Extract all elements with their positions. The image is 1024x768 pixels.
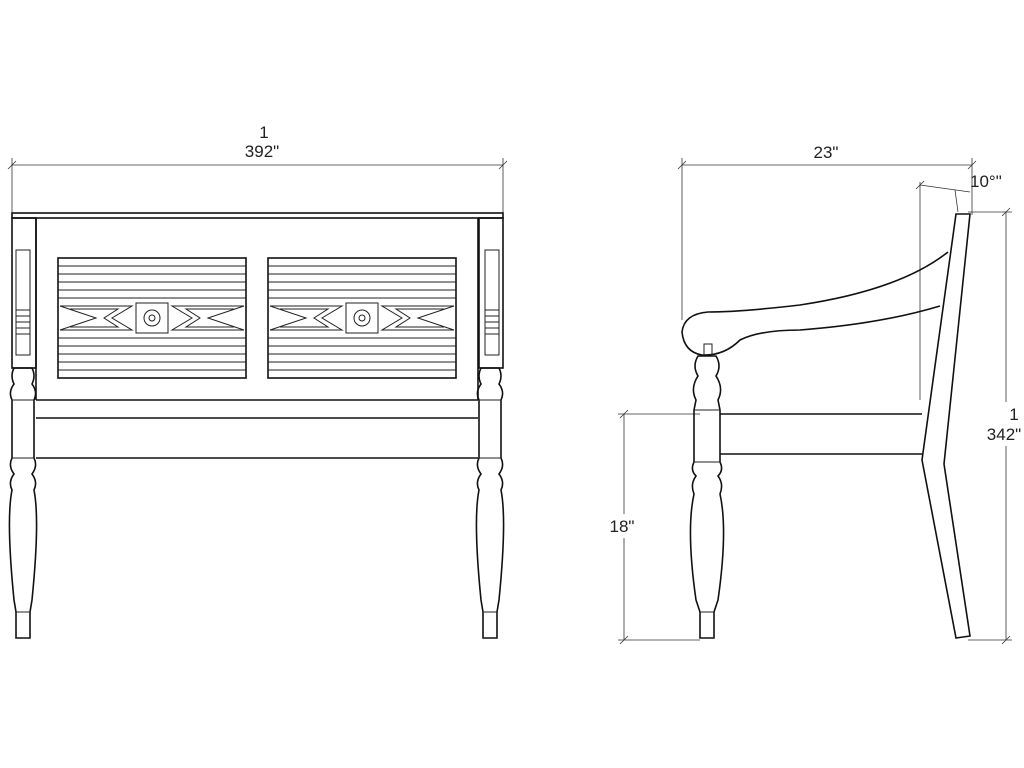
front-right-back-panel [267,257,457,379]
side-seat-height-label: 18" [610,517,635,536]
side-angle-dimension-line [915,180,971,400]
front-width-dimension-line [7,158,508,215]
side-back-slat [921,213,971,639]
side-height-label-line2: 342" [987,425,1021,444]
front-right-leg [475,217,505,639]
side-view: 23" 10°" 1 342" 18" [608,143,1022,645]
front-left-leg [8,217,38,639]
front-left-back-panel [57,257,247,379]
front-width-label-line2: 392" [245,142,279,161]
side-depth-label: 23" [814,143,839,162]
front-view: 1 392" [7,123,508,639]
side-seat-rail [720,413,922,455]
front-top-rail [11,212,504,219]
side-height-label-bg [986,402,1022,446]
front-width-label-line1: 1 [259,123,268,142]
side-angle-label: 10°" [970,172,1002,191]
side-armrest [681,251,949,356]
side-seat-label-bg [608,514,638,538]
side-depth-dimension-line [677,158,977,320]
side-front-leg [689,343,725,639]
side-height-label-line1: 1 [1009,405,1018,424]
